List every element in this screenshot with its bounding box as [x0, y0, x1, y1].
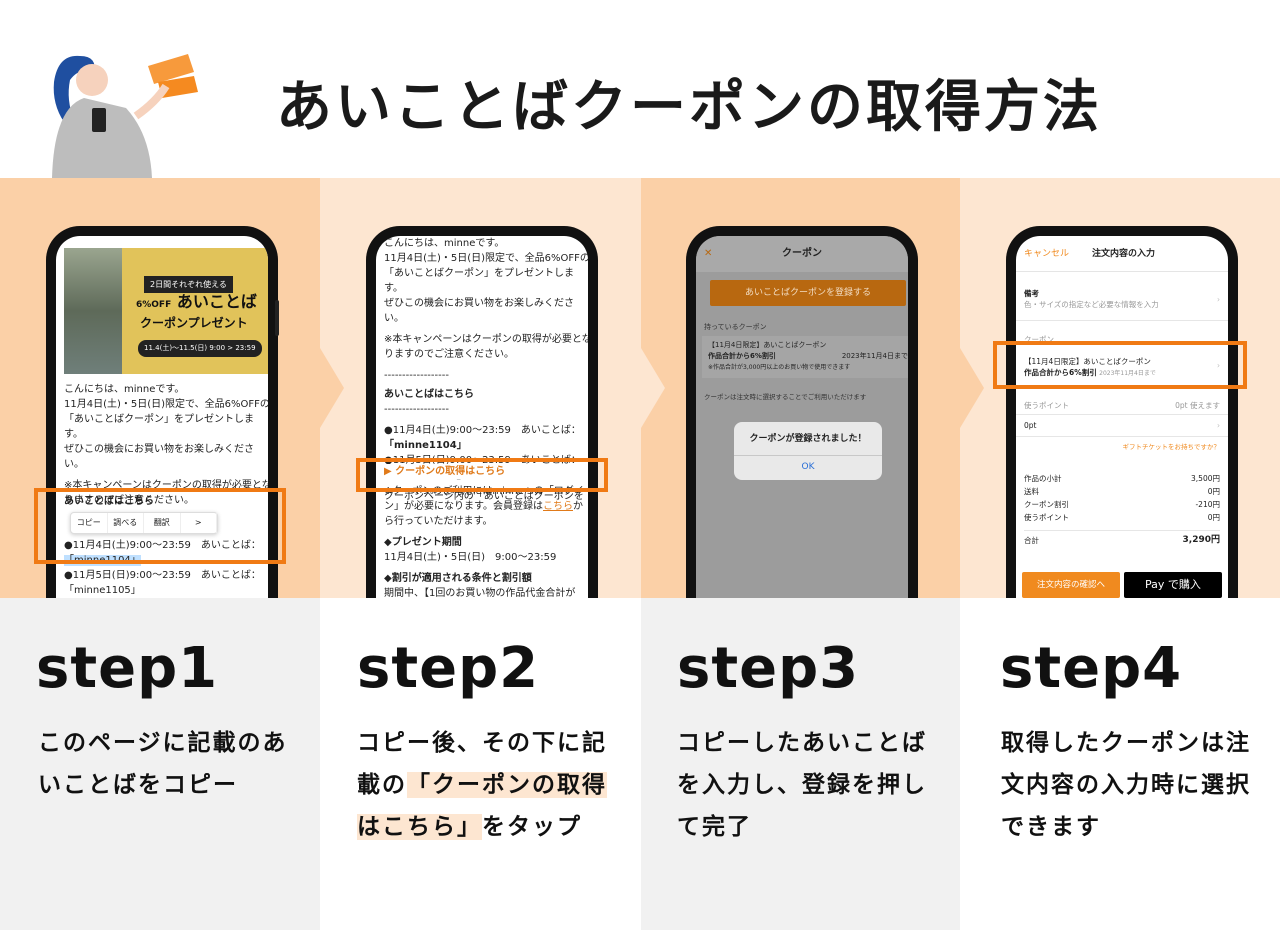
phone-screen: 2日間それぞれ使える 6%OFF あいことば クーポンプレゼント 11.4(土)… — [56, 236, 268, 598]
highlight-box — [993, 341, 1247, 389]
text-context-menu[interactable]: コピー 調べる 翻訳 > — [70, 512, 218, 534]
product-photo — [64, 248, 122, 374]
phone-step3: ✕クーポン あいことばクーポンを登録する 持っているクーポン 【11月4日限定】… — [686, 226, 918, 598]
phone-screen: ✕クーポン あいことばクーポンを登録する 持っているクーポン 【11月4日限定】… — [696, 236, 908, 598]
step2-label: step2 — [357, 636, 540, 701]
close-icon[interactable]: ✕ — [704, 248, 713, 259]
phone-step1: 2日間それぞれ使える 6%OFF あいことば クーポンプレゼント 11.4(土)… — [46, 226, 278, 598]
step3-label: step3 — [677, 636, 860, 701]
step1-label: step1 — [36, 636, 219, 701]
register-coupon-button[interactable]: あいことばクーポンを登録する — [710, 280, 906, 306]
page-title: あいことばクーポンの取得方法 — [276, 75, 1102, 140]
phone-screen: こんにちは、minneです。 11月4日(土)・5日(日)限定で、全品6%OFF… — [376, 236, 588, 598]
coupon-registered-dialog: クーポンが登録されました！ OK — [734, 422, 882, 480]
highlight-box — [34, 488, 286, 564]
translate-menu-item[interactable]: 翻訳 — [144, 513, 181, 533]
chevron-right-icon: › — [1217, 361, 1220, 370]
header: あいことばクーポンの取得方法 — [0, 0, 1280, 178]
woman-with-phone-illustration — [52, 54, 198, 178]
step3-description: コピーしたあいことばを入力し、登録を押して完了 — [677, 730, 927, 840]
step2-description: コピー後、その下に記載の「クーポンの取得はこちら」をタップ — [357, 730, 607, 840]
step2-panel — [320, 598, 641, 930]
step4-panel — [960, 598, 1280, 930]
apple-pay-button[interactable]: Pay で購入 — [1124, 572, 1222, 598]
cancel-button[interactable]: キャンセル — [1024, 249, 1070, 259]
confirm-order-button[interactable]: 注文内容の確認へ — [1022, 572, 1120, 598]
phone-screen: キャンセル 注文内容の入力 備考 色・サイズの指定など必要な情報を入力 › クー… — [1016, 236, 1228, 598]
highlight-box — [356, 458, 608, 492]
coupon-selector[interactable]: 【11月4日限定】あいことばクーポン 作品合計から6%割引 2023年11月4日… — [1024, 357, 1220, 377]
memo-field[interactable]: 備考 色・サイズの指定など必要な情報を入力 › — [1024, 289, 1220, 309]
phone-step2: こんにちは、minneです。 11月4日(土)・5日(日)限定で、全品6%OFF… — [366, 226, 598, 598]
step1-description: このページに記載のあいことばをコピー — [38, 730, 288, 798]
copy-menu-item[interactable]: コピー — [71, 513, 108, 533]
chevron-right-icon: › — [1217, 295, 1220, 304]
step1-panel — [0, 598, 320, 930]
step3-panel — [641, 598, 960, 930]
lookup-menu-item[interactable]: 調べる — [108, 513, 144, 533]
phone-step4: キャンセル 注文内容の入力 備考 色・サイズの指定など必要な情報を入力 › クー… — [1006, 226, 1238, 598]
register-link[interactable]: こちら — [543, 501, 573, 512]
step4-description: 取得したクーポンは注文内容の入力時に選択できます — [1001, 730, 1251, 840]
dialog-ok-button[interactable]: OK — [801, 462, 815, 472]
chevron-right-icon — [641, 348, 665, 428]
step4-label: step4 — [1000, 636, 1183, 701]
campaign-banner: 2日間それぞれ使える 6%OFF あいことば クーポンプレゼント 11.4(土)… — [64, 248, 268, 374]
points-selector[interactable]: 0pt› — [1024, 421, 1220, 430]
gift-ticket-link[interactable]: ギフトチケットをお持ちですか？ — [1122, 443, 1221, 451]
coupon-link[interactable]: ▶ クーポンの取得はこちら — [384, 464, 588, 479]
chevron-right-icon — [320, 348, 344, 428]
more-menu-item[interactable]: > — [181, 513, 217, 533]
chevron-right-icon — [960, 348, 984, 428]
